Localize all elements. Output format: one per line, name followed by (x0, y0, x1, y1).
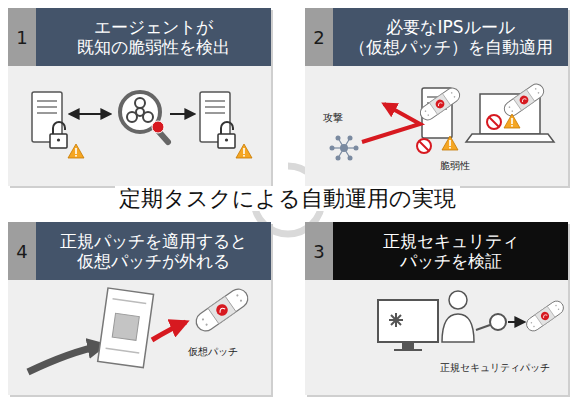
ips-illustration (330, 81, 555, 160)
illustration-label: 仮想パッチ (188, 346, 238, 358)
step-number: 3 (305, 222, 333, 280)
step-number: 2 (305, 8, 333, 66)
illustration-label: 正規セキュリティパッチ (440, 362, 550, 374)
panel-header: 4正規パッチを適用すると 仮想パッチが外れる (8, 222, 271, 280)
title-line: 仮想パッチが外れる (77, 251, 230, 271)
verify-illustration (378, 291, 566, 350)
step-number: 4 (8, 222, 36, 280)
title-line: パッチを検証 (400, 251, 502, 271)
title-line: エージェントが (94, 17, 213, 37)
panel-header: 3正規セキュリティ パッチを検証 (305, 222, 568, 280)
step-panel: 2必要なIPSルール （仮想パッチ）を自動適用 (305, 8, 568, 186)
step-title: エージェントが 既知の脆弱性を検出 (36, 8, 271, 66)
panel-grounds (8, 8, 570, 397)
illustration-label: 脆弱性 (440, 160, 470, 172)
detect-illustration (32, 92, 252, 158)
step-title: 正規セキュリティ パッチを検証 (333, 222, 568, 280)
diagram-title: 定期タスクによる自動運用の実現 (115, 186, 460, 211)
illustration-label: 攻撃 (323, 112, 343, 124)
title-line: 必要なIPSルール (386, 17, 514, 37)
title-line: （仮想パッチ）を自動適用 (349, 37, 553, 57)
title-row: 定期タスクによる自動運用の実現 (0, 186, 575, 212)
panel-header: 1エージェントが 既知の脆弱性を検出 (8, 8, 271, 66)
title-line: 既知の脆弱性を検出 (77, 37, 230, 57)
apply-illustration (28, 285, 252, 372)
title-line: 正規セキュリティ (383, 231, 519, 251)
step-title: 必要なIPSルール （仮想パッチ）を自動適用 (333, 8, 568, 66)
step-panel: 1エージェントが 既知の脆弱性を検出 (8, 8, 271, 186)
step-panel: 4正規パッチを適用すると 仮想パッチが外れる (8, 222, 271, 395)
title-line: 正規パッチを適用すると (60, 231, 247, 251)
step-title: 正規パッチを適用すると 仮想パッチが外れる (36, 222, 271, 280)
panel-header: 2必要なIPSルール （仮想パッチ）を自動適用 (305, 8, 568, 66)
step-number: 1 (8, 8, 36, 66)
